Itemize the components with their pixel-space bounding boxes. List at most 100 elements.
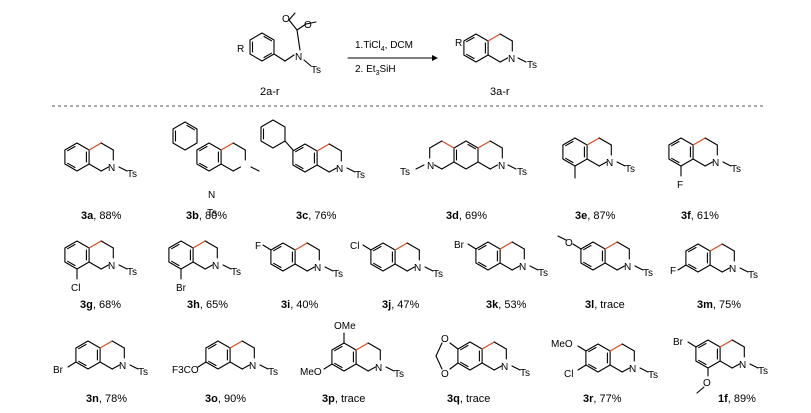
atom-Ts: Ts bbox=[138, 367, 148, 378]
atom-N: N bbox=[336, 164, 343, 175]
atom-O: O bbox=[565, 238, 573, 249]
reactant-label: 2a-r bbox=[260, 86, 280, 98]
atom-O-top: O bbox=[441, 334, 449, 345]
caption-3l: 3l, trace bbox=[585, 299, 625, 311]
atom-N: N bbox=[729, 264, 736, 275]
atom-F3CO: F3CO bbox=[172, 365, 199, 376]
atom-Ts-left: Ts bbox=[400, 167, 410, 178]
compound-3n: Br N Ts 3n, 78% bbox=[53, 340, 148, 405]
product-N: N bbox=[508, 54, 515, 65]
caption-3n: 3n, 78% bbox=[86, 393, 127, 405]
atom-Br: Br bbox=[53, 365, 64, 376]
caption-3e: 3e, 87% bbox=[575, 210, 616, 222]
atom-N: N bbox=[108, 261, 115, 272]
atom-N: N bbox=[249, 361, 256, 372]
reaction-arrow: 1.TiCl4, DCM 2. Et3SiH bbox=[347, 40, 438, 77]
atom-Br: Br bbox=[454, 240, 465, 251]
reactant-2a-r: R O O N Ts 2a-r bbox=[237, 12, 321, 98]
compound-3j: Cl N Ts 3j, 47% bbox=[350, 241, 443, 311]
atom-Ts: Ts bbox=[333, 269, 343, 280]
caption-3h: 3h, 65% bbox=[187, 299, 228, 311]
atom-Cl: Cl bbox=[564, 369, 573, 380]
atom-Ts: Ts bbox=[538, 268, 548, 279]
atom-Ts: Ts bbox=[758, 366, 768, 377]
product-label: 3a-r bbox=[490, 86, 510, 98]
atom-Ts: Ts bbox=[231, 267, 241, 278]
compound-3o: F3CO N Ts 3o, 90% bbox=[172, 340, 278, 405]
atom-MeO: MeO bbox=[551, 339, 573, 350]
atom-N: N bbox=[208, 190, 215, 201]
atom-OMe: OMe bbox=[334, 321, 356, 332]
atom-Ts: Ts bbox=[643, 268, 653, 279]
compound-1f: Br O N Ts 1f, 89% bbox=[673, 337, 768, 405]
atom-N: N bbox=[606, 158, 613, 169]
atom-Cl: Cl bbox=[71, 283, 80, 294]
compound-3g: Cl N Ts 3g, 68% bbox=[64, 240, 137, 311]
condition-1: 1.TiCl4, DCM bbox=[355, 40, 413, 53]
atom-Br: Br bbox=[673, 337, 684, 348]
atom-N: N bbox=[375, 363, 382, 374]
atom-Ts: Ts bbox=[625, 164, 635, 175]
atom-N: N bbox=[629, 364, 636, 375]
caption-3j: 3j, 47% bbox=[382, 299, 420, 311]
reactant-R: R bbox=[237, 44, 244, 55]
atom-F: F bbox=[255, 241, 261, 252]
atom-F: F bbox=[670, 266, 676, 277]
reactant-O-top: O bbox=[282, 14, 290, 25]
compound-3m: F N Ts 3m, 75% bbox=[670, 243, 758, 311]
atom-N-left: N bbox=[427, 161, 434, 172]
product-Ts: Ts bbox=[527, 60, 537, 71]
atom-N: N bbox=[501, 362, 508, 373]
caption-3o: 3o, 90% bbox=[205, 393, 246, 405]
compound-3f: F N Ts 3f, 61% bbox=[668, 137, 741, 222]
atom-N: N bbox=[212, 261, 219, 272]
compound-3i: F N Ts 3i, 40% bbox=[255, 241, 343, 311]
caption-3a: 3a, 88% bbox=[81, 210, 122, 222]
atom-Ts: Ts bbox=[268, 367, 278, 378]
compound-3p: OMe MeO N Ts 3p, trace bbox=[300, 321, 404, 405]
atom-Ts: Ts bbox=[748, 270, 758, 281]
atom-N: N bbox=[519, 262, 526, 273]
caption-3b: 3b, 80% bbox=[186, 210, 227, 222]
caption-3f: 3f, 61% bbox=[681, 210, 719, 222]
atom-N: N bbox=[624, 262, 631, 273]
caption-3g: 3g, 68% bbox=[80, 299, 121, 311]
atom-Ts: Ts bbox=[731, 164, 741, 175]
compound-3q: O O N Ts 3q, trace bbox=[435, 334, 530, 405]
reactant-N: N bbox=[295, 52, 302, 63]
atom-Ts: Ts bbox=[127, 267, 137, 278]
compound-3l: O N Ts 3l, trace bbox=[557, 235, 653, 311]
compound-3k: Br N Ts 3k, 53% bbox=[454, 240, 548, 311]
atom-Cl: Cl bbox=[350, 241, 359, 252]
atom-Ts: Ts bbox=[394, 369, 404, 380]
compound-3d: N Ts N Ts 3d, 69% bbox=[400, 140, 527, 222]
compound-3r: MeO Cl N Ts 3r, 77% bbox=[551, 339, 658, 405]
atom-N-right: N bbox=[498, 161, 505, 172]
atom-N: N bbox=[108, 163, 115, 174]
atom-Ts: Ts bbox=[355, 170, 365, 181]
atom-Ts-right: Ts bbox=[517, 167, 527, 178]
caption-3d: 3d, 69% bbox=[446, 210, 487, 222]
caption-3p: 3p, trace bbox=[322, 393, 365, 405]
atom-N: N bbox=[712, 158, 719, 169]
compound-3h: Br N Ts 3h, 65% bbox=[168, 240, 241, 311]
compound-3b: N Ts 3b, 80% bbox=[172, 121, 260, 222]
reactant-Ts: Ts bbox=[311, 65, 321, 76]
atom-Ts: Ts bbox=[520, 368, 530, 379]
condition-2: 2. Et3SiH bbox=[355, 64, 396, 77]
atom-Br: Br bbox=[176, 283, 187, 294]
compound-3c: N Ts 3c, 76% bbox=[260, 119, 365, 222]
atom-F: F bbox=[677, 180, 683, 191]
atom-MeO: MeO bbox=[300, 367, 322, 378]
caption-3r: 3r, 77% bbox=[583, 393, 622, 405]
compound-3e: N Ts 3e, 87% bbox=[562, 137, 635, 222]
product-R: R bbox=[455, 38, 462, 49]
atom-Ts: Ts bbox=[433, 269, 443, 280]
atom-O: O bbox=[703, 378, 711, 389]
caption-3k: 3k, 53% bbox=[486, 299, 527, 311]
caption-1f: 1f, 89% bbox=[718, 393, 756, 405]
atom-N: N bbox=[414, 263, 421, 274]
product-3a-r: R N Ts 3a-r bbox=[455, 33, 537, 98]
compound-3a: N Ts 3a, 88% bbox=[64, 142, 137, 222]
